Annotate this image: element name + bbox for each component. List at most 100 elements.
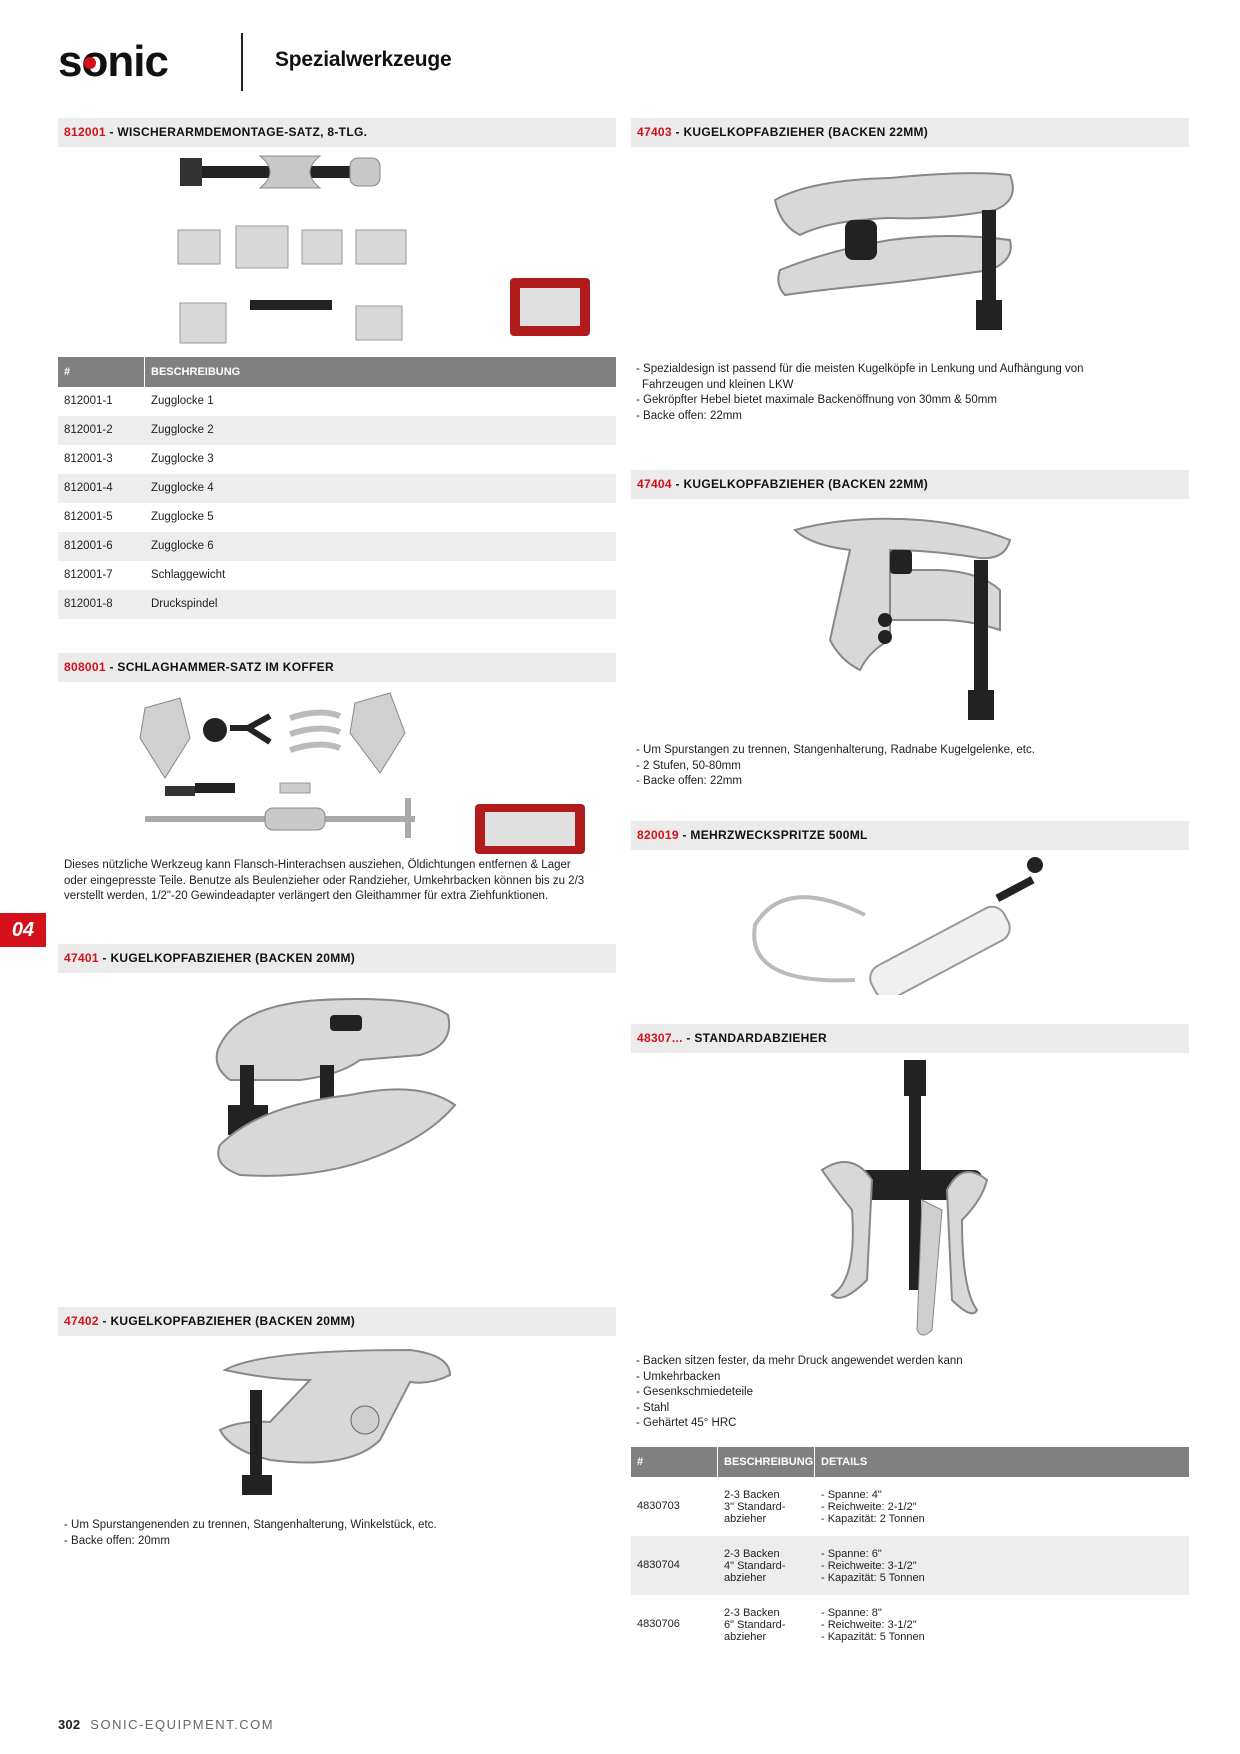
- col-header-details: DETAILS: [821, 1456, 868, 1468]
- desc-line: abzieher: [724, 1513, 767, 1525]
- row-desc: 2-3 Backen 4" Standard- abzieher: [724, 1548, 785, 1584]
- desc-line: 2-3 Backen: [724, 1548, 780, 1560]
- row-desc: 2-3 Backen 3" Standard- abzieher: [724, 1489, 785, 1525]
- section-header-47404: 47404 - KUGELKOPFABZIEHER (BACKEN 22MM): [631, 470, 1189, 499]
- brand-wordmark: sonic: [58, 38, 168, 84]
- item-number: 820019: [637, 828, 679, 842]
- page-footer: 302 SONIC-EQUIPMENT.COM: [58, 1717, 274, 1732]
- row-id: 4830703: [637, 1500, 680, 1512]
- row-desc: Druckspindel: [151, 598, 218, 610]
- description-line: Fahrzeugen und kleinen LKW: [642, 378, 794, 391]
- table-row: 812001-8 Druckspindel: [58, 590, 616, 619]
- ball-joint-puller-47401-image: [200, 985, 470, 1195]
- row-id: 812001-6: [64, 540, 113, 552]
- description-line: oder eingepresste Teile. Benutze als Beu…: [64, 874, 585, 887]
- detail-line: - Reichweite: 2-1/2": [821, 1501, 917, 1513]
- section-header-47401: 47401 - KUGELKOPFABZIEHER (BACKEN 20MM): [58, 944, 616, 973]
- header-divider: [241, 33, 243, 91]
- row-desc: Zugglocke 4: [151, 482, 214, 494]
- website-link[interactable]: SONIC-EQUIPMENT.COM: [90, 1717, 275, 1732]
- row-desc: 2-3 Backen 6" Standard- abzieher: [724, 1607, 785, 1643]
- slide-hammer-set-image: [130, 688, 600, 858]
- description-47403: - Spezialdesign ist passend für die meis…: [636, 362, 1084, 424]
- item-number: 812001: [64, 125, 106, 139]
- header-separator: [814, 1447, 815, 1477]
- col-header-description: BESCHREIBUNG: [151, 366, 241, 378]
- page-number: 302: [58, 1717, 81, 1732]
- multipurpose-syringe-image: [745, 855, 1055, 1001]
- header-separator: [144, 357, 145, 387]
- table-row: 4830706 2-3 Backen 6" Standard- abzieher…: [631, 1595, 1189, 1654]
- section-title: - KUGELKOPFABZIEHER (BACKEN 20MM): [98, 1314, 356, 1328]
- section-title: - STANDARDABZIEHER: [682, 1031, 827, 1045]
- item-number: 808001: [64, 660, 106, 674]
- row-id: 812001-1: [64, 395, 113, 407]
- chapter-tab: 04: [0, 913, 46, 947]
- row-id: 4830706: [637, 1618, 680, 1630]
- row-id: 812001-5: [64, 511, 113, 523]
- row-id: 812001-3: [64, 453, 113, 465]
- col-header-description: BESCHREIBUNG: [724, 1456, 814, 1468]
- col-header-number: #: [637, 1456, 644, 1468]
- desc-line: 2-3 Backen: [724, 1607, 780, 1619]
- ball-joint-puller-47404-image: [790, 510, 1020, 725]
- logo-red-dot: [84, 57, 96, 69]
- item-number: 47403: [637, 125, 672, 139]
- description-line: - Um Spurstangenenden zu trennen, Stange…: [64, 1519, 437, 1531]
- desc-line: abzieher: [724, 1572, 767, 1584]
- row-id: 812001-7: [64, 569, 113, 581]
- section-header-48307: 48307... - STANDARDABZIEHER: [631, 1024, 1189, 1053]
- ball-joint-puller-47402-image: [210, 1340, 460, 1505]
- description-line: - Gekröpfter Hebel bietet maximale Backe…: [636, 394, 997, 406]
- description-line: - Gesenkschmiedeteile: [636, 1386, 753, 1398]
- table-row: 812001-6 Zugglocke 6: [58, 532, 616, 561]
- description-808001: Dieses nützliche Werkzeug kann Flansch-H…: [64, 858, 584, 905]
- row-desc: Zugglocke 1: [151, 395, 214, 407]
- section-header-820019: 820019 - MEHRZWECKSPRITZE 500ML: [631, 821, 1189, 850]
- row-details: - Spanne: 8" - Reichweite: 3-1/2" - Kapa…: [821, 1607, 925, 1643]
- table-row: 4830703 2-3 Backen 3" Standard- abzieher…: [631, 1477, 1189, 1536]
- item-number: 47404: [637, 477, 672, 491]
- description-line: - Backe offen: 22mm: [636, 409, 742, 422]
- description-line: Dieses nützliche Werkzeug kann Flansch-H…: [64, 859, 571, 871]
- detail-line: - Kapazität: 2 Tonnen: [821, 1513, 925, 1525]
- desc-line: 6" Standard-: [724, 1619, 786, 1631]
- table-row: 812001-3 Zugglocke 3: [58, 445, 616, 474]
- row-id: 812001-8: [64, 598, 113, 610]
- description-line: - Backe offen: 20mm: [64, 1534, 170, 1547]
- item-number: 47402: [64, 1314, 99, 1328]
- table-row: 812001-5 Zugglocke 5: [58, 503, 616, 532]
- desc-line: 3" Standard-: [724, 1501, 786, 1513]
- desc-line: 4" Standard-: [724, 1560, 786, 1572]
- description-line: - 2 Stufen, 50-80mm: [636, 759, 741, 772]
- item-number: 47401: [64, 951, 99, 965]
- row-desc: Zugglocke 6: [151, 540, 214, 552]
- desc-line: 2-3 Backen: [724, 1489, 780, 1501]
- section-title: - MEHRZWECKSPRITZE 500ML: [678, 828, 868, 842]
- row-desc: Zugglocke 5: [151, 511, 214, 523]
- detail-line: - Spanne: 4": [821, 1489, 882, 1501]
- detail-line: - Spanne: 6": [821, 1548, 882, 1560]
- page-title: Spezialwerkzeuge: [275, 48, 452, 71]
- table-row: 4830704 2-3 Backen 4" Standard- abzieher…: [631, 1536, 1189, 1595]
- section-header-47403: 47403 - KUGELKOPFABZIEHER (BACKEN 22MM): [631, 118, 1189, 147]
- description-line: verstellt werden, 1/2"-20 Gewindeadapter…: [64, 890, 549, 902]
- description-line: - Umkehrbacken: [636, 1370, 721, 1383]
- section-title: - KUGELKOPFABZIEHER (BACKEN 22MM): [671, 477, 929, 491]
- section-title: - WISCHERARMDEMONTAGE-SATZ, 8-TLG.: [105, 125, 368, 139]
- section-title: - SCHLAGHAMMER-SATZ IM KOFFER: [105, 660, 334, 674]
- description-line: - Um Spurstangen zu trennen, Stangenhalt…: [636, 744, 1035, 756]
- row-desc: Zugglocke 3: [151, 453, 214, 465]
- ball-joint-puller-47403-image: [770, 160, 1050, 340]
- section-header-808001: 808001 - SCHLAGHAMMER-SATZ IM KOFFER: [58, 653, 616, 682]
- section-header-47402: 47402 - KUGELKOPFABZIEHER (BACKEN 20MM): [58, 1307, 616, 1336]
- standard-puller-image: [812, 1060, 992, 1340]
- table-row: 812001-7 Schlaggewicht: [58, 561, 616, 590]
- description-47404: - Um Spurstangen zu trennen, Stangenhalt…: [636, 743, 1035, 790]
- detail-line: - Reichweite: 3-1/2": [821, 1560, 917, 1572]
- description-line: - Backe offen: 22mm: [636, 775, 742, 787]
- row-desc: Schlaggewicht: [151, 569, 226, 581]
- sonic-logo: sonic: [58, 37, 210, 86]
